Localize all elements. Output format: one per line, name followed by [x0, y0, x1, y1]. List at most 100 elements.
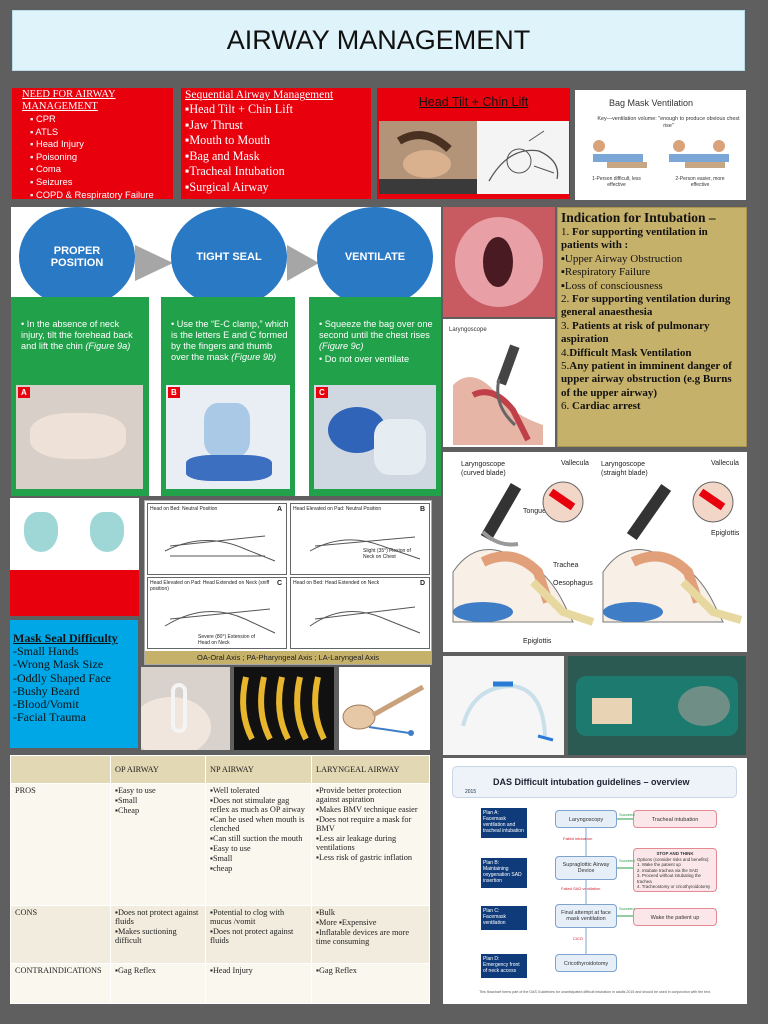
np-airways-photo [234, 667, 334, 750]
plan-box: Plan C:Facemask ventilation [481, 906, 527, 930]
step-tag: A [18, 387, 30, 398]
mask-seal-box: Mask Seal Difficulty -Small Hands -Wrong… [10, 620, 138, 748]
step-photo: C [314, 385, 436, 489]
flow-label: Failed SAD ventilation [561, 886, 601, 891]
position-panel: Head Elevated on Pad: Head Extended on N… [147, 577, 287, 649]
need-heading: NEED FOR AIRWAY MANAGEMENT [22, 89, 116, 112]
list-item: ▪Head Tilt + Chin Lift [185, 102, 294, 116]
table-cell: ▪Gag Reflex [110, 963, 206, 1004]
list-item: -Facial Trauma [13, 710, 86, 725]
list-item: ▪ Poisoning [30, 150, 78, 162]
table-cell: ▪Does not protect against fluids▪Makes s… [110, 905, 206, 964]
sequential-heading: Sequential Airway Management [185, 89, 334, 101]
list-item: ▪Mouth to Mouth [185, 133, 270, 148]
list-item: ▪Tracheal Intubation [185, 164, 285, 179]
success-box: Wake the patient up [633, 908, 717, 926]
plan-box: Plan A:Facemask ventilation and tracheal… [481, 808, 527, 838]
steps-panel: PROPER POSITION TIGHT SEAL VENTILATE • I… [11, 207, 441, 496]
head-tilt-image [379, 121, 569, 194]
flow-label: Failed intubation [563, 836, 593, 841]
table-cell: ▪Provide better protection against aspir… [311, 783, 430, 906]
success-box: Tracheal intubation [633, 810, 717, 828]
bmv-panel: Bag Mask Ventilation Key—ventilation vol… [575, 90, 746, 200]
list-item: ▪Jaw Thrust [185, 117, 243, 132]
stop-title: STOP AND THINK [656, 851, 694, 856]
row-label: PROS [10, 783, 111, 906]
need-list: ▪ CPR ▪ ATLS ▪ Head Injury ▪ Poisoning ▪… [30, 113, 169, 201]
table-row: CONTRAINDICATIONS ▪Gag Reflex ▪Head Inju… [10, 963, 430, 1004]
table-header: OP AIRWAY [110, 755, 206, 784]
comparison-table: OP AIRWAY NP AIRWAY LARYNGEAL AIRWAY PRO… [10, 755, 430, 1004]
lma-photo [339, 667, 430, 750]
label-oesophagus: Oesophagus [553, 580, 593, 587]
list-item: ▪Bag and Mask [185, 148, 260, 163]
list-item: -Small Hands [13, 644, 79, 658]
flow-label: CICO [573, 936, 583, 941]
list-item: -Oddly Shaped Face [13, 670, 111, 685]
flow-box: Final attempt at face mask ventilation [555, 904, 617, 928]
step-tag: B [168, 387, 180, 398]
das-title: DAS Difficult intubation guidelines – ov… [493, 777, 690, 787]
das-footer: This flowchart forms part of the DAS Gui… [479, 990, 711, 994]
positions-caption: OA-Oral Axis ; PA-Pharyngeal Axis ; LA-L… [145, 651, 431, 664]
row-label: CONS [10, 905, 111, 964]
head-tilt-panel: Head Tilt + Chin Lift [377, 88, 570, 199]
position-tag: B [419, 506, 425, 513]
step-card: • In the absence of neck injury, tilt th… [11, 297, 149, 496]
position-tag: C [276, 580, 282, 587]
table-header-row: OP AIRWAY NP AIRWAY LARYNGEAL AIRWAY [10, 755, 430, 784]
das-panel: DAS Difficult intubation guidelines – ov… [443, 758, 747, 1004]
list-item: 6. Cardiac arrest [561, 400, 641, 413]
position-panel: Head on Bed: Head Extended on Neck D [290, 577, 430, 649]
flow-box: Cricothyroidotomy [555, 954, 617, 972]
label-epiglottis: Epiglottis [523, 638, 552, 645]
step-card: • Use the “E-C clamp,” which is the lett… [161, 297, 295, 496]
table-cell: ▪Bulk▪More ▪Expensive▪Inflatable devices… [311, 905, 430, 964]
arrow-icon [135, 245, 173, 281]
comparison-table-wrap: OP AIRWAY NP AIRWAY LARYNGEAL AIRWAY PRO… [10, 755, 430, 1004]
flow-label: Succeed [619, 812, 635, 817]
mask-image [10, 498, 139, 570]
list-item: ▪ COPD & Respiratory Failure [30, 188, 154, 200]
table-header: NP AIRWAY [205, 755, 312, 784]
positions-drawing [164, 535, 421, 634]
positions-panel: Head on Bed: Neutral Position A Head Ele… [144, 500, 432, 665]
row-label: CONTRAINDICATIONS [10, 963, 111, 1004]
laryngoscope-drawing [453, 344, 543, 445]
table-cell: ▪Gag Reflex [311, 963, 430, 1004]
arrow-icon [287, 245, 319, 281]
head-tilt-title: Head Tilt + Chin Lift [418, 95, 529, 109]
position-note: Severe (80°) Extension of Head on Neck [198, 634, 256, 646]
table-row: PROS ▪Easy to use▪Small▪Cheap ▪Well tole… [10, 783, 430, 906]
laryngoscope-label: Laryngoscope [449, 327, 487, 333]
position-note: Slight (35°) Flexion of Neck on Chest [363, 548, 411, 560]
position-tag: A [276, 506, 282, 513]
stop-box: STOP AND THINK Options (consider risks a… [633, 848, 717, 892]
flow-box: Supraglottic Airway Device [555, 856, 617, 880]
label-vallecula: Vallecula [711, 460, 739, 467]
op-airway-photo [141, 667, 230, 750]
step-text: • Do not over ventilate [319, 354, 410, 364]
position-panel: Head on Bed: Neutral Position A [147, 503, 287, 575]
intubation-box: Indication for Intubation – 1. For suppo… [557, 207, 747, 447]
mask-seal-heading: Mask Seal Difficulty [13, 631, 118, 645]
bmv-illustration [593, 140, 729, 168]
sequential-box: Sequential Airway Management ▪Head Tilt … [181, 88, 371, 199]
list-item: ▪Respiratory Failure [561, 266, 651, 279]
bmv-right-caption: 2-Person easier, more effective [675, 176, 725, 188]
larynx-photo [443, 207, 555, 317]
step-photo: B [166, 385, 290, 489]
intubation-heading: Indication for Intubation – [561, 210, 716, 225]
list-item: ▪ Head Injury [30, 138, 84, 150]
list-item: 3. Patients at risk of pulmonary aspirat… [561, 319, 710, 346]
bmv-title: Bag Mask Ventilation [609, 98, 694, 108]
plan-box: Plan D:Emergency front of neck access [481, 954, 527, 978]
list-item: -Bushy Beard [13, 683, 80, 698]
label-straight: Laryngoscope (straight blade) [601, 461, 648, 477]
list-item: ▪ Coma [30, 163, 61, 175]
label-trachea: Trachea [553, 562, 579, 569]
flow-label: Succeed [619, 858, 635, 863]
table-header [10, 755, 111, 784]
table-row: CONS ▪Does not protect against fluids▪Ma… [10, 905, 430, 964]
step-card: • Squeeze the bag over one second until … [309, 297, 441, 496]
